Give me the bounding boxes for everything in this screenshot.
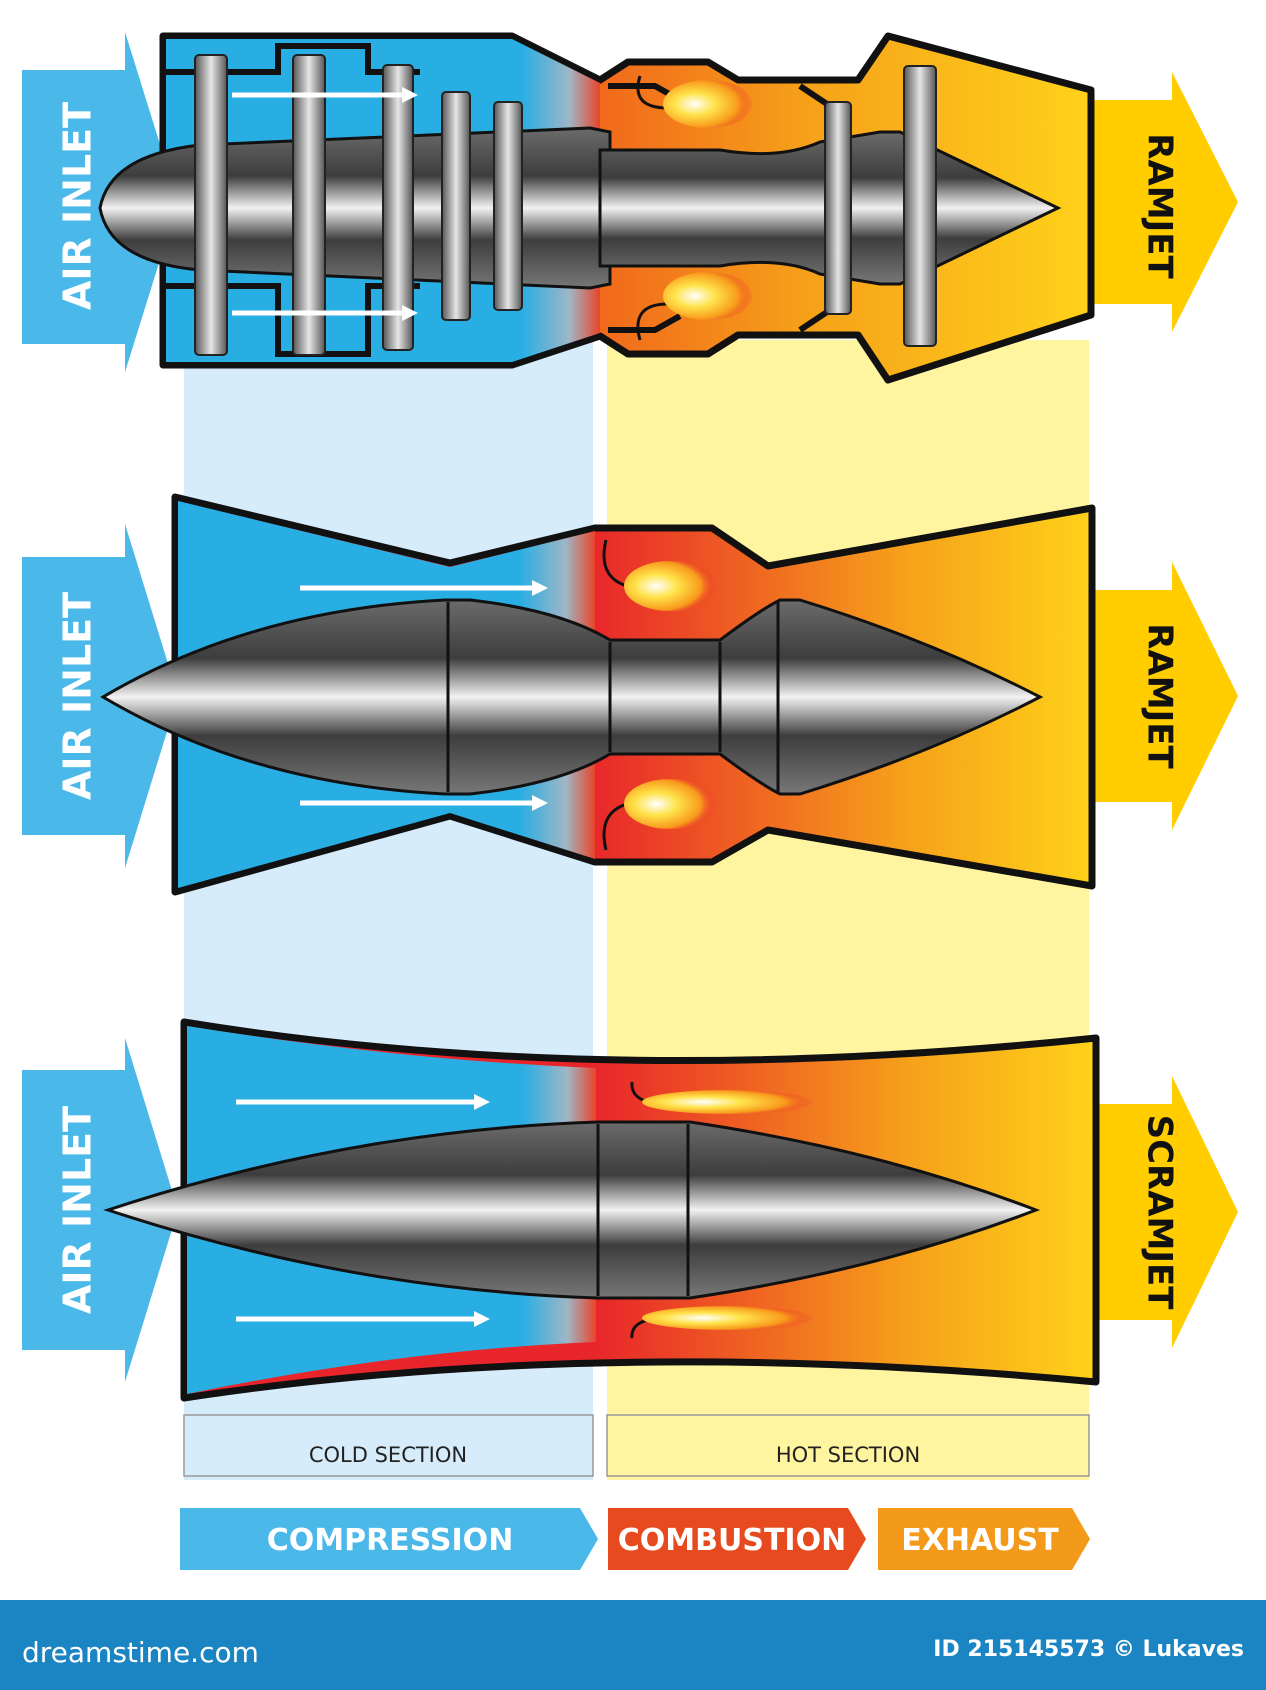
exhaust-arrow: [878, 1508, 1090, 1570]
combustion-arrow: [608, 1508, 866, 1570]
scramjet-inlet-label: AIR INLET: [56, 1106, 100, 1314]
compression-label: COMPRESSION: [267, 1523, 514, 1558]
cold-section-label: COLD SECTION: [309, 1443, 467, 1467]
footer-bar: [0, 1600, 1266, 1690]
turbojet-exhaust-arrow: [1093, 72, 1238, 332]
combustion-label: COMBUSTION: [618, 1523, 846, 1558]
exhaust-label: EXHAUST: [901, 1523, 1059, 1558]
ramjet-name-label: RAMJET: [1140, 623, 1180, 769]
turbojet-engine: AIR INLET RAMJET: [22, 32, 1238, 384]
scramjet-exhaust-arrow: [1093, 1076, 1238, 1348]
scramjet-engine: AIR INLET SCRAMJET: [22, 1018, 1238, 1402]
scramjet-inlet-arrow: [22, 1038, 178, 1382]
hot-section-box: [606, 1414, 1090, 1477]
turbojet-name-label: RAMJET: [1140, 133, 1180, 279]
footer-brand: dreamstime.com: [22, 1636, 259, 1669]
turbojet-inlet-label: AIR INLET: [56, 102, 100, 310]
ramjet-exhaust-arrow: [1093, 562, 1238, 830]
ramjet-engine: AIR INLET RAMJET: [22, 493, 1238, 896]
compression-arrow: [180, 1508, 598, 1570]
footer-image-id: ID 215145573 © Lukaves: [933, 1637, 1244, 1662]
hot-section-label: HOT SECTION: [776, 1443, 920, 1467]
ramjet-inlet-label: AIR INLET: [56, 592, 100, 800]
ramjet-inlet-arrow: [22, 524, 178, 868]
cold-section-box: [183, 1414, 594, 1477]
scramjet-name-label: SCRAMJET: [1140, 1115, 1180, 1311]
